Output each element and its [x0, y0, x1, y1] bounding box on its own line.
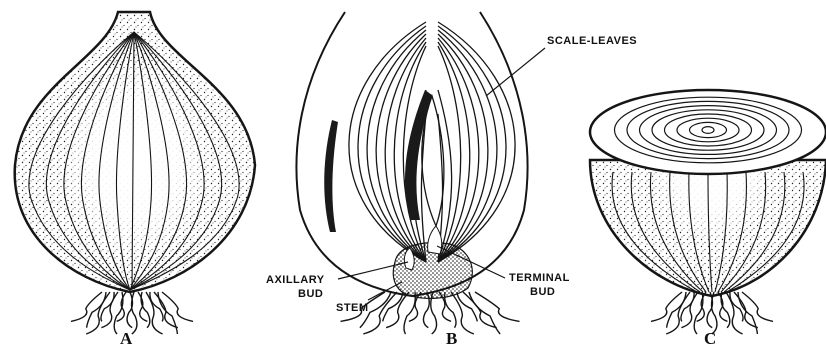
root	[697, 292, 706, 321]
root	[404, 292, 415, 334]
root	[694, 292, 703, 334]
root	[117, 292, 126, 321]
whole-onion-a	[15, 12, 255, 334]
root	[738, 292, 757, 334]
root	[114, 292, 123, 334]
leader-stem	[368, 282, 402, 300]
scale-leaf-line	[385, 38, 426, 262]
root	[726, 292, 743, 334]
root	[150, 292, 163, 321]
scale-leaf-line	[438, 26, 506, 262]
annotation-terminal-bud-line1: TERMINAL	[509, 272, 570, 284]
root	[71, 292, 102, 321]
root	[158, 292, 177, 334]
terminal-bud	[428, 226, 442, 254]
panel-label-a: A	[120, 329, 133, 348]
root	[386, 292, 409, 328]
longitudinal-section-b	[296, 12, 545, 334]
annotation-stem: STEM	[336, 302, 369, 314]
root	[146, 292, 163, 334]
annotation-terminal-bud-line2: BUD	[530, 286, 555, 298]
root	[651, 292, 682, 321]
root	[666, 292, 690, 334]
panel-label-b: B	[446, 329, 457, 348]
annotation-scale-leaves: SCALE-LEAVES	[547, 35, 637, 47]
annotation-axillary-bud-line1: AXILLARY	[266, 274, 325, 286]
panel-label-c: C	[704, 329, 716, 348]
root	[742, 292, 773, 321]
root	[475, 292, 520, 321]
root	[162, 292, 193, 321]
transverse-section-c	[590, 80, 826, 334]
scale-leaf-line	[421, 114, 426, 262]
annotation-axillary-bud-line2: BUD	[298, 288, 323, 300]
root	[132, 292, 137, 334]
root	[86, 292, 110, 334]
root	[712, 292, 717, 334]
scale-leaf-line	[438, 38, 479, 262]
root	[730, 292, 743, 321]
